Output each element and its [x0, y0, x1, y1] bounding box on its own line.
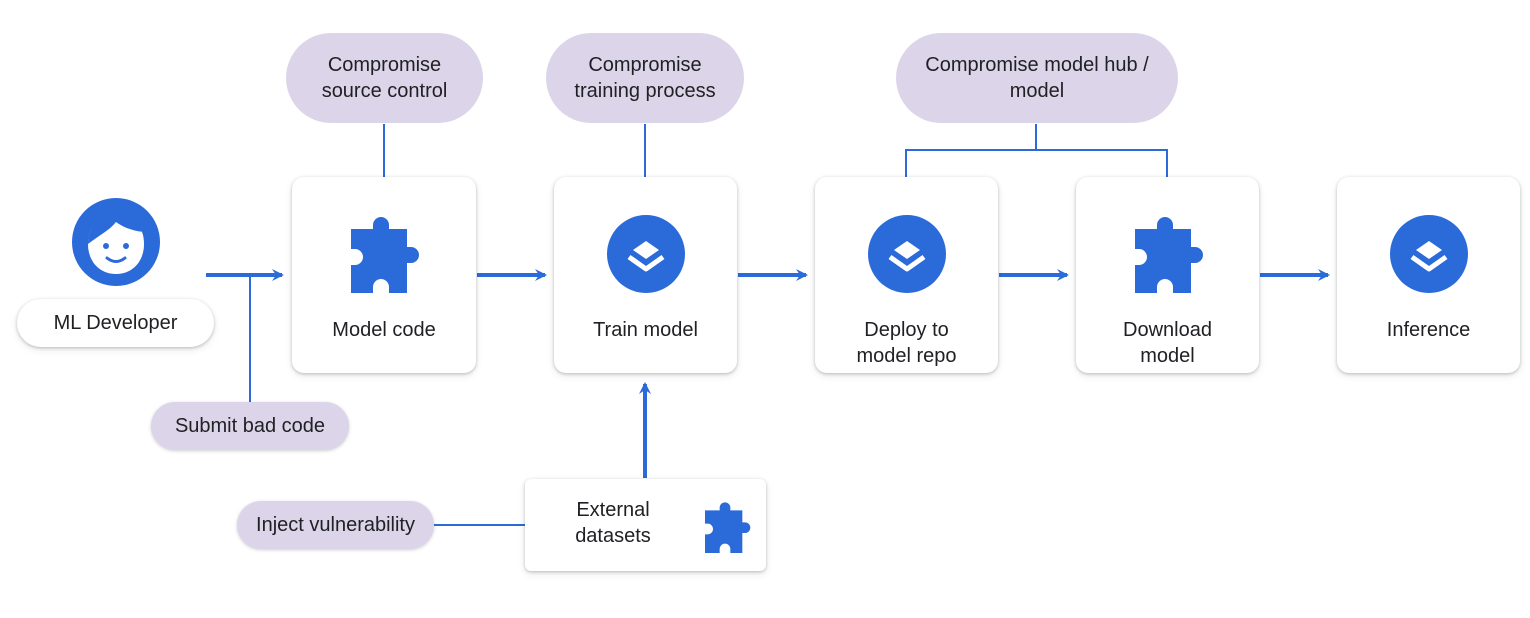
step-label: Inference [1386, 319, 1471, 341]
layers-icon [867, 215, 946, 293]
layers-icon [606, 215, 685, 293]
actor-ml-developer: ML Developer [17, 299, 214, 347]
step-model-code: Model code [292, 177, 476, 373]
puzzle-icon [1134, 217, 1203, 293]
threat-model-hub: Compromise model hub / model [896, 33, 1178, 123]
puzzle-icon [705, 502, 751, 553]
layers-icon [1389, 215, 1468, 293]
threat-source-control-label: Compromise source control [321, 54, 448, 102]
threat-source-control: Compromise source control [286, 33, 483, 123]
step-label: Download model [1123, 319, 1212, 367]
actor-label: ML Developer [53, 311, 178, 334]
threat-training-process: Compromise training process [546, 33, 744, 123]
external-datasets: External datasets [525, 479, 766, 571]
step-label: Deploy to model repo [856, 319, 957, 367]
model-hub-link-2 [1036, 149, 1168, 177]
threat-training-process-label: Compromise training process [574, 54, 716, 102]
threat-inject-vulnerability: Inject vulnerability [237, 501, 434, 549]
threat-bad-code-label: Submit bad code [174, 415, 326, 437]
step-deploy: Deploy to model repo [815, 177, 998, 373]
external-datasets-label: External datasets [575, 499, 651, 547]
model-hub-link [905, 124, 1037, 177]
threat-bad-code: Submit bad code [151, 402, 349, 450]
step-label: Model code [332, 319, 436, 341]
step-label: Train model [593, 319, 698, 341]
threat-model-hub-label: Compromise model hub / model [925, 54, 1149, 102]
step-inference: Inference [1337, 177, 1520, 373]
face-icon [72, 198, 160, 286]
step-train-model: Train model [554, 177, 737, 373]
threat-inject-label: Inject vulnerability [256, 514, 415, 536]
puzzle-icon [351, 217, 419, 293]
step-download: Download model [1076, 177, 1259, 373]
